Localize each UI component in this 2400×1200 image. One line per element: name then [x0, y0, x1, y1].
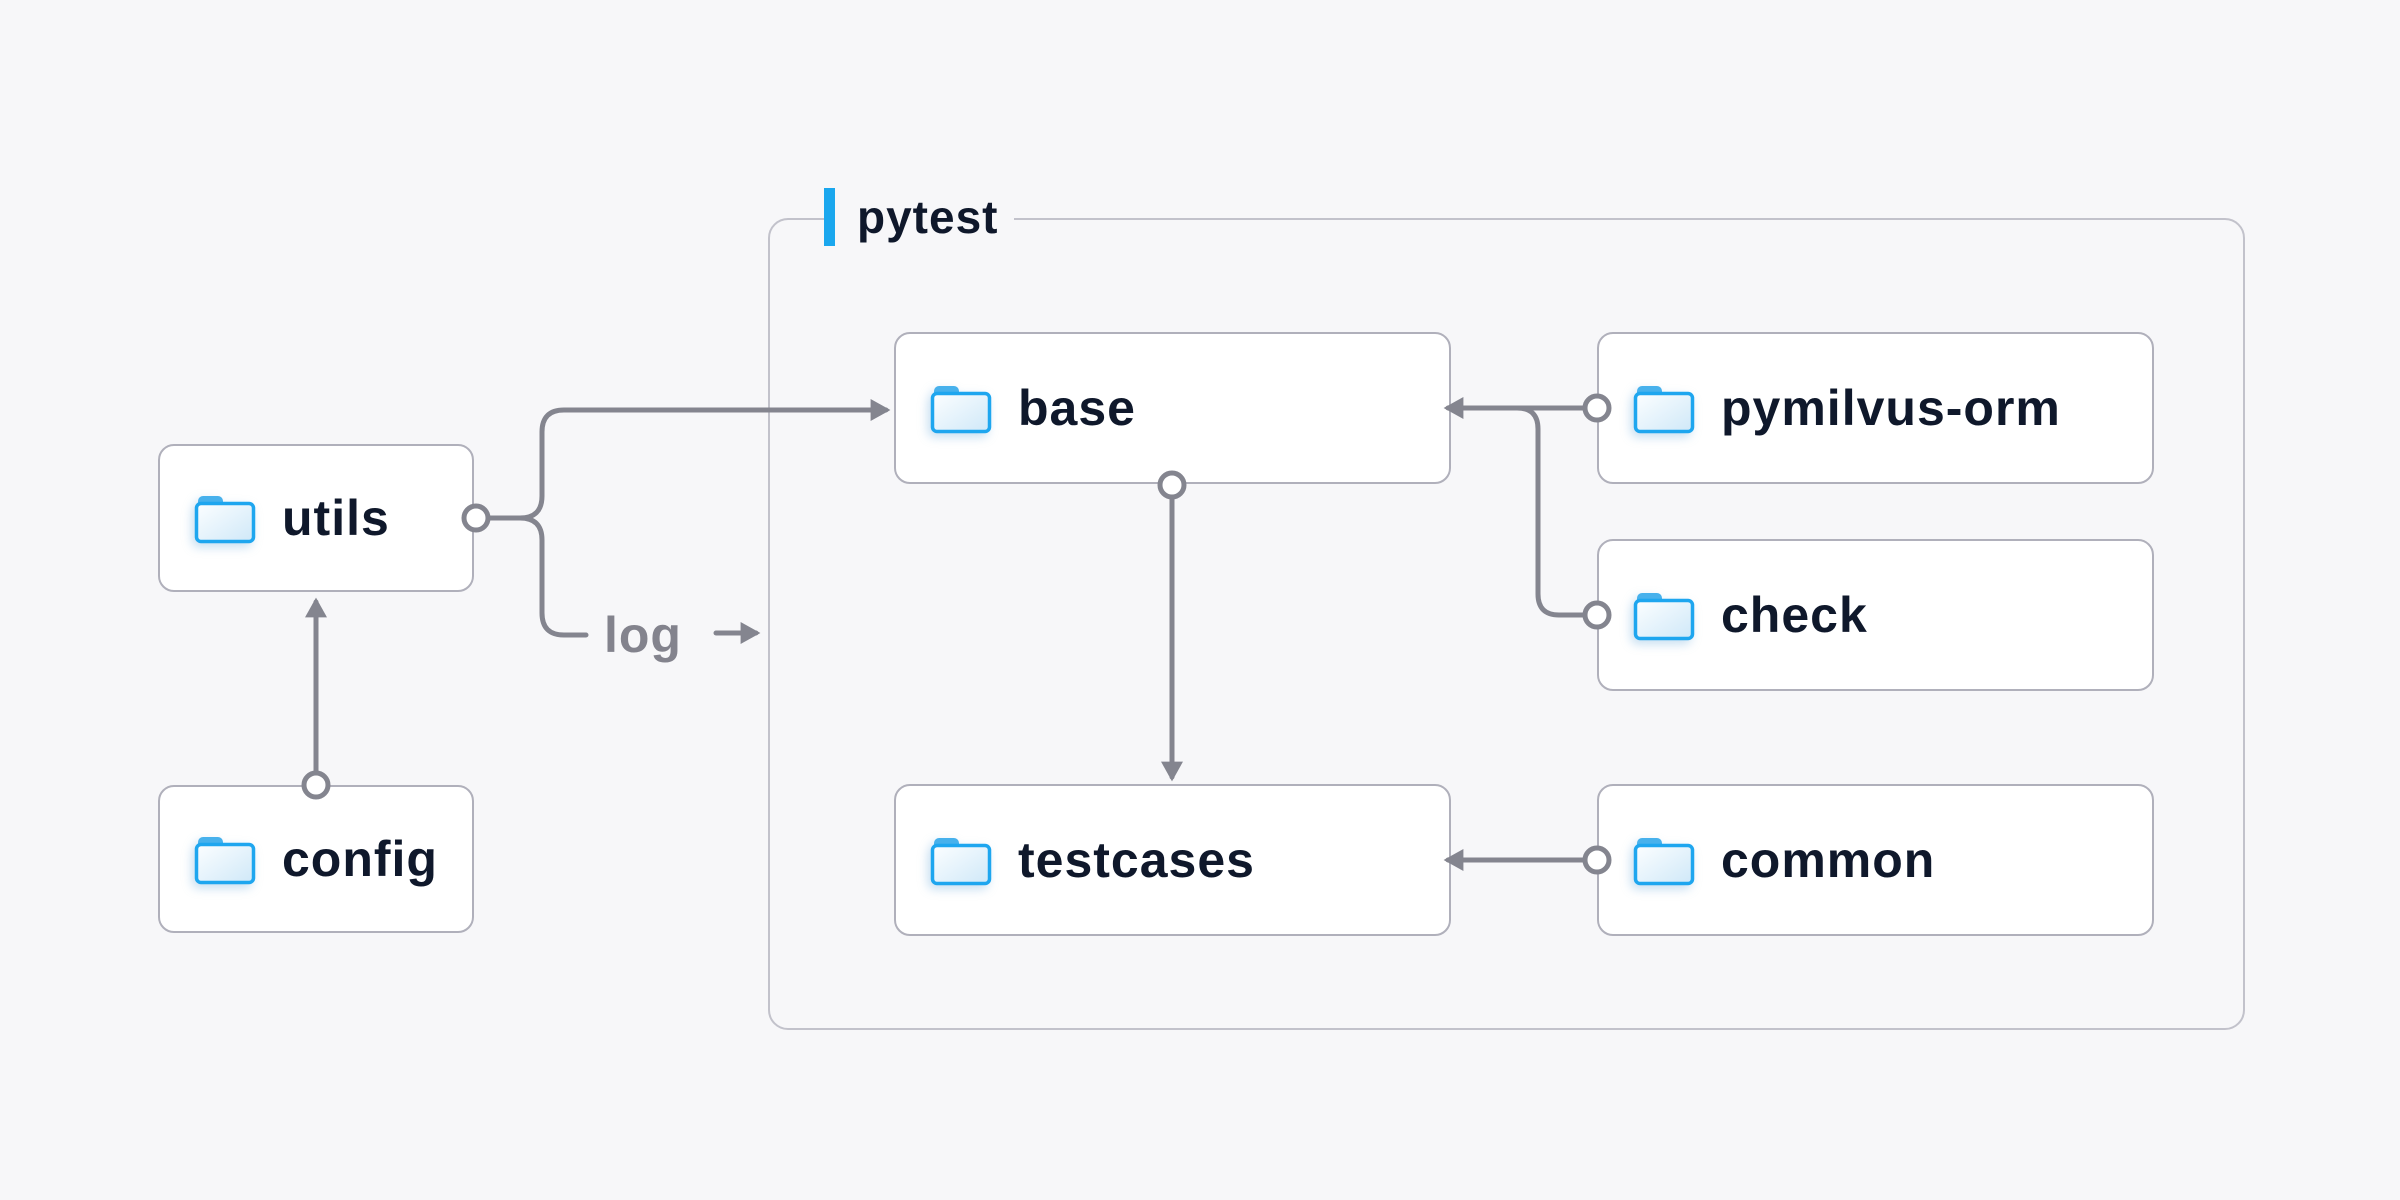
accent-bar — [824, 188, 835, 246]
pytest-container: pytest — [768, 186, 2245, 1030]
folder-icon — [1633, 593, 1695, 641]
pytest-label-text: pytest — [857, 191, 999, 243]
folder-icon — [1633, 838, 1695, 886]
node-label: check — [1721, 587, 1868, 643]
node-pymilvus-orm: pymilvus-orm — [1597, 332, 2154, 484]
folder-icon — [194, 496, 256, 544]
folder-icon — [930, 838, 992, 886]
folder-icon — [194, 837, 256, 885]
node-label: pymilvus-orm — [1721, 380, 2061, 436]
node-testcases: testcases — [894, 784, 1451, 936]
node-check: check — [1597, 539, 2154, 691]
folder-icon — [930, 386, 992, 434]
node-label: config — [282, 831, 438, 887]
node-config: config — [158, 785, 474, 933]
node-label: utils — [282, 490, 390, 546]
edge-config-to-utils — [301, 597, 331, 800]
node-utils: utils — [158, 444, 474, 592]
log-edge-label: log — [604, 607, 682, 663]
node-label: base — [1018, 380, 1136, 436]
node-label: testcases — [1018, 832, 1255, 888]
pytest-label: pytest — [824, 186, 1015, 248]
folder-icon — [1633, 386, 1695, 434]
node-label: common — [1721, 832, 1936, 888]
node-common: common — [1597, 784, 2154, 936]
node-base: base — [894, 332, 1451, 484]
